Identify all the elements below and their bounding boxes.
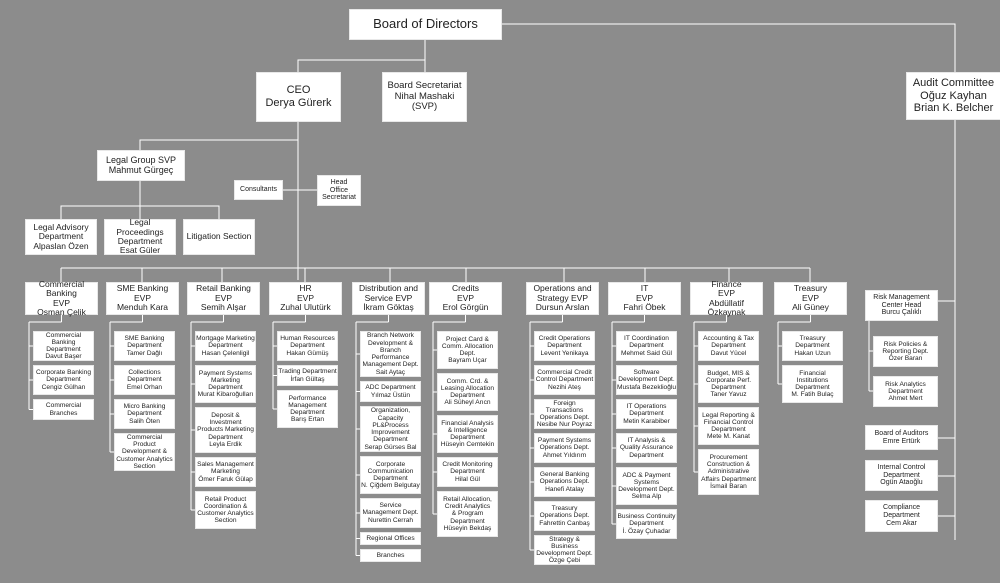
audit-committee-box: Audit Committee Oğuz Kayhan Brian K. Bel… bbox=[906, 72, 1000, 120]
department-box: Foreign Transactions Operations Dept. Ne… bbox=[534, 399, 595, 429]
department-box: Accounting & Tax Department Davut Yücel bbox=[698, 331, 759, 361]
evp-box: Distribution and Service EVP İkram Gökta… bbox=[352, 282, 425, 315]
department-box: Organization, Capacity PL&Process Improv… bbox=[360, 406, 421, 452]
department-box: Software Development Dept. Mustafa Bezek… bbox=[616, 365, 677, 395]
department-box: Budget, MIS & Corporate Perf. Department… bbox=[698, 365, 759, 403]
department-box: Legal Reporting & Financial Control Depa… bbox=[698, 407, 759, 445]
department-box: ADC & Payment Systems Development Dept. … bbox=[616, 467, 677, 505]
evp-box: IT EVP Fahri Öbek bbox=[608, 282, 681, 315]
board-of-directors-box: Board of Directors bbox=[349, 9, 502, 40]
department-box: Commercial Branches bbox=[33, 399, 94, 420]
department-box: ADC Department Yılmaz Üstün bbox=[360, 381, 421, 402]
legal-advisory-box: Legal Advisory Department Alpaslan Özen bbox=[25, 219, 97, 255]
department-box: Deposit & Investment Products Marketing … bbox=[195, 407, 256, 453]
ceo-box: CEO Derya Gürerk bbox=[256, 72, 341, 122]
department-box: Treasury Operations Dept. Fahrettin Canb… bbox=[534, 501, 595, 531]
evp-box: Commercial Banking EVP Osman Çelik bbox=[25, 279, 98, 317]
evp-box: SME Banking EVP Menduh Kara bbox=[106, 282, 179, 315]
litigation-section-box: Litigation Section bbox=[183, 219, 255, 255]
compliance-box: Compliance Department Cem Akar bbox=[865, 500, 938, 532]
department-box: Corporate Banking Department Cengiz Gülh… bbox=[33, 365, 94, 395]
legal-proceedings-box: Legal Proceedings Department Esat Güler bbox=[104, 218, 176, 255]
department-box: Corporate Communication Department N. Çi… bbox=[360, 456, 421, 494]
board-of-auditors-box: Board of Auditors Emre Ertürk bbox=[865, 425, 938, 450]
evp-box: Finance EVP Abdüllatif Özkaynak bbox=[690, 279, 763, 317]
department-box: Commercial Banking Department Davut Başe… bbox=[33, 331, 94, 361]
department-box: Branch Network Development & Branch Perf… bbox=[360, 331, 421, 377]
department-box: Retail Product Coordination & Customer A… bbox=[195, 491, 256, 529]
department-box: Financial Analysis & Intelligence Depart… bbox=[437, 415, 498, 453]
internal-control-box: Internal Control Department Ogün Ataoğlu bbox=[865, 460, 938, 491]
board-secretariat-box: Board Secretariat Nihal Mashaki (SVP) bbox=[382, 72, 467, 122]
department-box: General Banking Operations Dept. Hanefi … bbox=[534, 467, 595, 497]
department-box: Collections Department Emel Orhan bbox=[114, 365, 175, 395]
department-box: Project Card & Comm. Allocation Dept. Ba… bbox=[437, 331, 498, 369]
head-office-secretariat-box: Head Office Secretariat bbox=[317, 175, 361, 206]
department-box: Retail Allocation, Credit Analytics & Pr… bbox=[437, 491, 498, 537]
department-box: Human Resources Department Hakan Gümüş bbox=[277, 331, 338, 361]
department-box: Performance Management Department Barış … bbox=[277, 390, 338, 428]
department-box: Mortgage Marketing Department Hasan Çele… bbox=[195, 331, 256, 361]
department-box: Commercial Product Development & Custome… bbox=[114, 433, 175, 471]
department-box: Financial Institutions Department M. Fat… bbox=[782, 365, 843, 403]
evp-box: Retail Banking EVP Semih Alşar bbox=[187, 282, 260, 315]
department-box: Business Continuity Department İ. Özay Ç… bbox=[616, 509, 677, 539]
department-box: SME Banking Department Tamer Dağlı bbox=[114, 331, 175, 361]
department-box: Comm. Crd. & Leasing Allocation Departme… bbox=[437, 373, 498, 411]
evp-box: Treasury EVP Ali Güney bbox=[774, 282, 847, 315]
risk-department-box: Risk Policies & Reporting Dept. Özer Bar… bbox=[873, 336, 938, 367]
department-box: Procurement Construction & Administrativ… bbox=[698, 449, 759, 495]
department-box: Payment Systems Marketing Department Mur… bbox=[195, 365, 256, 403]
risk-management-head-box: Risk Management Center Head Burcu Çalıkl… bbox=[865, 290, 938, 321]
department-box: IT Analysis & Quality Assurance Departme… bbox=[616, 433, 677, 463]
department-box: Strategy & Business Development Dept. Öz… bbox=[534, 535, 595, 565]
risk-department-box: Risk Analytics Department Ahmet Mert bbox=[873, 376, 938, 407]
department-box: IT Coordination Department Mehmet Said G… bbox=[616, 331, 677, 361]
evp-box: HR EVP Zuhal Ulutürk bbox=[269, 282, 342, 315]
department-box: Credit Monitoring Department Hilal Gül bbox=[437, 457, 498, 487]
department-box: IT Operations Department Metin Karabiber bbox=[616, 399, 677, 429]
department-box: Credit Operations Department Levent Yeni… bbox=[534, 331, 595, 361]
department-box: Branches bbox=[360, 549, 421, 562]
department-box: Micro Banking Department Salih Öten bbox=[114, 399, 175, 429]
consultants-box: Consultants bbox=[234, 180, 283, 200]
evp-box: Operations and Strategy EVP Dursun Arsla… bbox=[526, 282, 599, 315]
evp-box: Credits EVP Erol Görgün bbox=[429, 282, 502, 315]
department-box: Service Management Dept. Nurettin Cerrah bbox=[360, 498, 421, 528]
department-box: Treasury Department Hakan Uzun bbox=[782, 331, 843, 361]
department-box: Payment Systems Operations Dept. Ahmet Y… bbox=[534, 433, 595, 463]
department-box: Trading Department İrfan Gültaş bbox=[277, 365, 338, 386]
department-box: Commercial Credit Control Department Nez… bbox=[534, 365, 595, 395]
legal-group-box: Legal Group SVP Mahmut Gürgeç bbox=[97, 150, 185, 181]
department-box: Sales Management Marketing Ömer Faruk Gü… bbox=[195, 457, 256, 487]
department-box: Regional Offices bbox=[360, 532, 421, 545]
